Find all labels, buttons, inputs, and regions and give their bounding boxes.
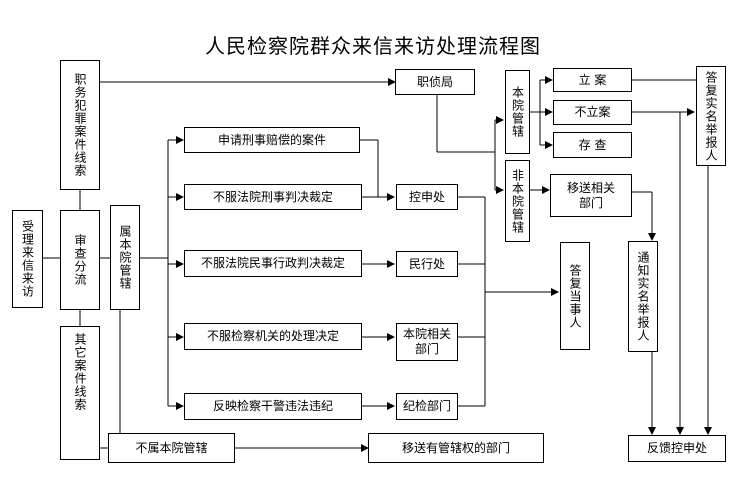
discipline-report-box: 反映检察干警违法违纪 bbox=[184, 393, 362, 420]
yisong-related-department-box: 移送相关 部门 bbox=[550, 174, 632, 217]
li-an-box: 立 案 bbox=[553, 68, 632, 92]
transfer-department-box: 移送有管辖权的部门 bbox=[368, 433, 544, 463]
reply-party-box: 答复当事人 bbox=[560, 242, 590, 350]
bu-li-an-box: 不立案 bbox=[553, 100, 632, 125]
cun-cha-box: 存 查 bbox=[553, 132, 632, 158]
procuratorate-decision-box: 不服检察机关的处理决定 bbox=[184, 323, 362, 350]
reply-real-name-informant-box: 答复实名举报人 bbox=[696, 66, 726, 166]
other-case-clue-box: 其它案件线索 bbox=[60, 326, 100, 460]
job-crime-clue-box: 职务犯罪案件线索 bbox=[60, 60, 100, 190]
fei-ben-yuan-jurisdiction-box: 非本院管辖 bbox=[505, 160, 530, 242]
civil-judgment-box: 不服法院民事行政判决裁定 bbox=[184, 250, 362, 277]
case-compensation-box: 申请刑事赔偿的案件 bbox=[184, 127, 360, 153]
zhenchaju-box: 职侦局 bbox=[395, 69, 475, 95]
belongs-jurisdiction-box: 属本院管辖 bbox=[110, 205, 140, 310]
notify-real-name-informant-box: 通知实名举报人 bbox=[628, 241, 658, 352]
not-belongs-jurisdiction-box: 不属本院管辖 bbox=[108, 433, 235, 463]
related-department-box: 本院相关 部门 bbox=[396, 323, 458, 361]
review-split-box: 审查分流 bbox=[60, 210, 100, 310]
feedback-kongshen-box: 反馈控申处 bbox=[628, 435, 726, 462]
jijian-box: 纪检部门 bbox=[396, 393, 458, 420]
minxing-box: 民行处 bbox=[396, 251, 458, 277]
kongshen-box: 控申处 bbox=[396, 184, 458, 210]
receive-letters-box: 受理来信来访 bbox=[12, 210, 43, 308]
ben-yuan-jurisdiction-box: 本院管辖 bbox=[505, 70, 530, 154]
criminal-judgment-box: 不服法院刑事判决裁定 bbox=[184, 184, 362, 210]
chart-title: 人民检察院群众来信来访处理流程图 bbox=[205, 34, 541, 58]
